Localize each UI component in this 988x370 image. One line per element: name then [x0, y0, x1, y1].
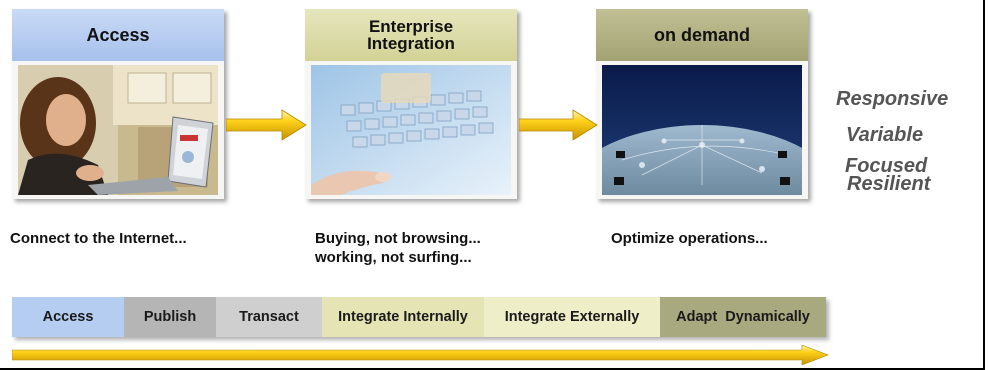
stage-integrate-internally-label: Integrate Internally [338, 309, 468, 325]
card-enterprise-integration-header: Enterprise Integration [305, 9, 517, 61]
caption-enterprise-integration-line-1: Buying, not browsing... [315, 230, 481, 247]
attribute-resilient-text: Resilient [847, 173, 931, 195]
woman-using-laptop-photo [18, 65, 218, 195]
card-enterprise-integration-title-line-2: Integration [367, 34, 455, 53]
stage-transact: Transact [216, 297, 322, 337]
arrow-access-to-integration [226, 109, 307, 141]
frame-right-border [983, 0, 985, 370]
stage-access: Access [12, 297, 124, 337]
card-on-demand-title: on demand [653, 24, 750, 45]
caption-access-line-1: Connect to the Internet... [10, 230, 187, 247]
hand-on-keyboard-photo [311, 65, 511, 195]
card-access: Access [12, 9, 224, 199]
attribute-responsive: Responsive [836, 88, 949, 110]
stage-bar: Access Publish Transact Integrate Intern… [12, 297, 826, 337]
stage-access-label: Access [42, 309, 94, 325]
caption-on-demand: Optimize operations... [611, 229, 768, 248]
card-on-demand: on demand [596, 9, 808, 199]
stage-publish: Publish [124, 297, 216, 337]
stage-adapt-dynamically-label: Adapt Dynamically [676, 309, 810, 325]
card-access-title: Access [86, 24, 150, 45]
attribute-focused: Focused [845, 155, 928, 177]
card-enterprise-integration-title-line-1: Enterprise [368, 17, 454, 36]
caption-enterprise-integration-line-2: working, not surfing... [315, 249, 472, 266]
card-access-header: Access [12, 9, 224, 61]
stage-adapt-dynamically: Adapt Dynamically [660, 297, 826, 337]
stage-transact-label: Transact [239, 309, 299, 325]
caption-enterprise-integration: Buying, not browsing... working, not sur… [315, 229, 481, 267]
attribute-resilient: Resilient [847, 173, 930, 196]
card-on-demand-header: on demand [596, 9, 808, 61]
progression-arrow [12, 345, 829, 366]
attribute-variable: Variable [846, 124, 924, 146]
stage-integrate-externally: Integrate Externally [484, 297, 660, 337]
frame-bottom-border [0, 368, 985, 370]
connected-globe-photo [602, 65, 802, 195]
stage-publish-label: Publish [143, 309, 197, 325]
stage-integrate-internally: Integrate Internally [322, 297, 484, 337]
caption-access: Connect to the Internet... [10, 229, 187, 248]
stage-integrate-externally-label: Integrate Externally [504, 309, 640, 325]
arrow-integration-to-on-demand [519, 109, 598, 141]
card-enterprise-integration: Enterprise Integration [305, 9, 517, 199]
caption-on-demand-line-1: Optimize operations... [611, 230, 768, 247]
